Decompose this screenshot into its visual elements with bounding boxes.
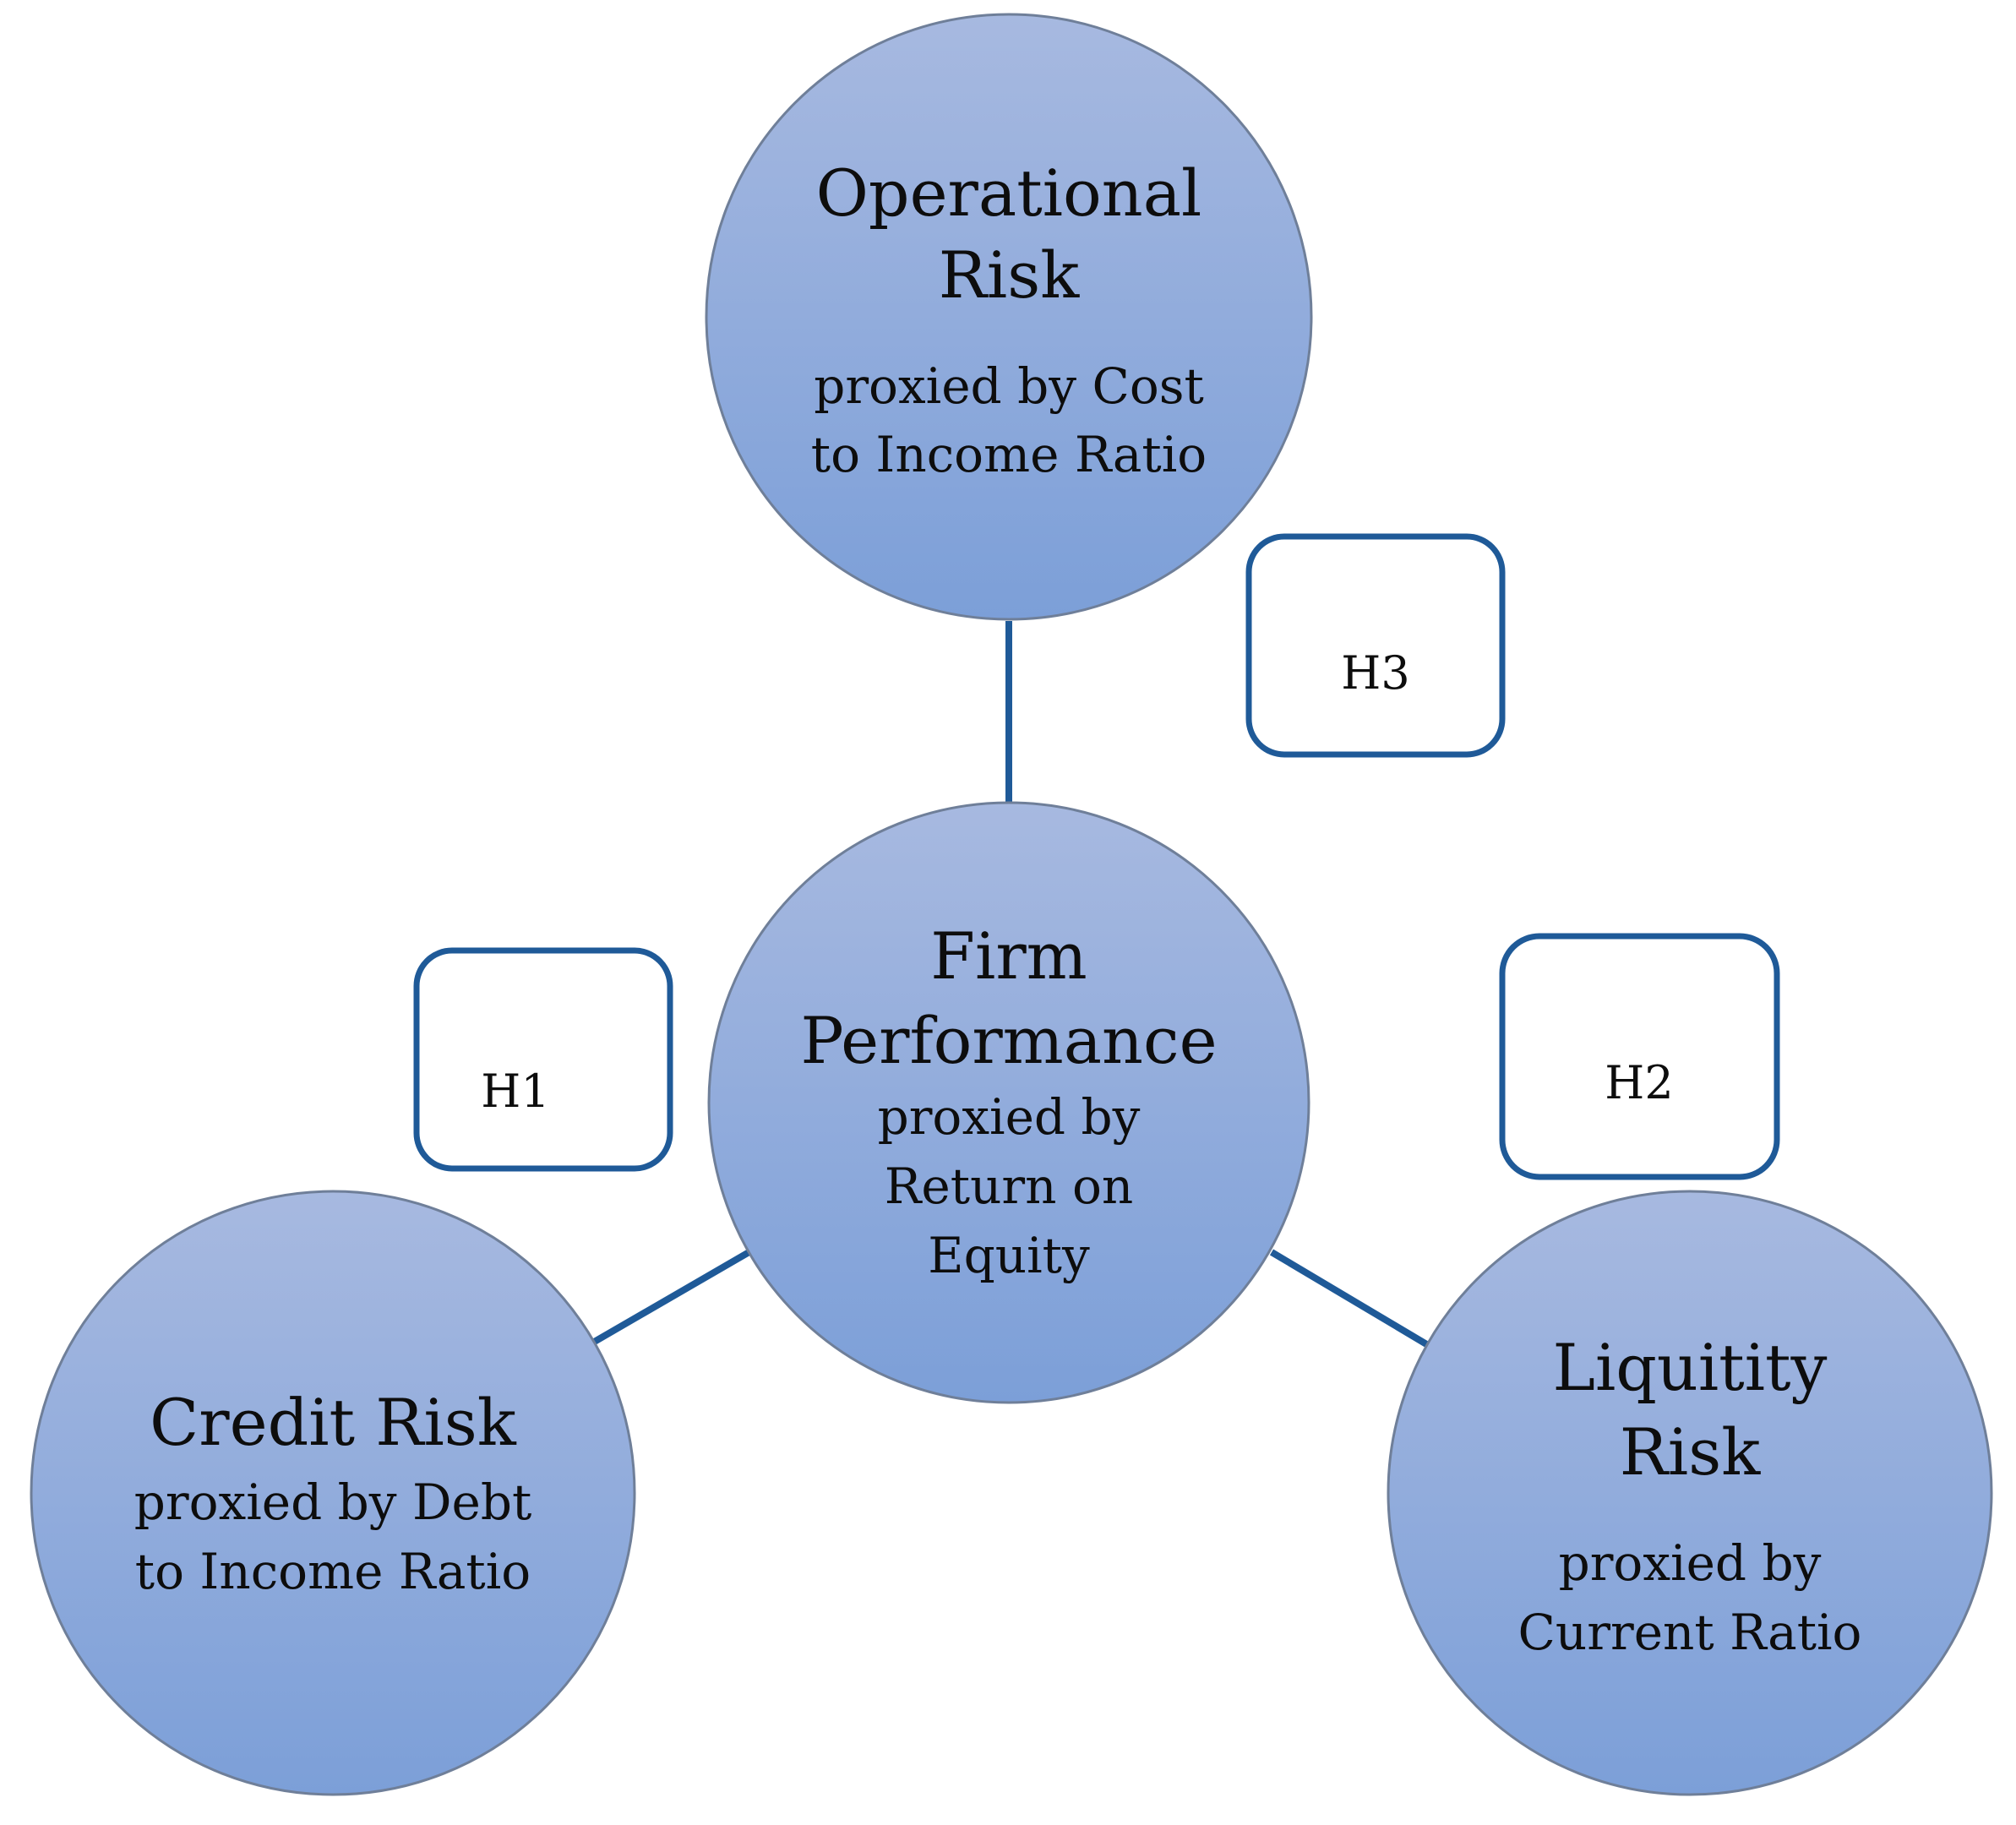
credit-title-line-1: Credit Risk (150, 1385, 517, 1460)
firm-title-line-2: Performance (800, 1003, 1217, 1078)
liquidity-title-line-1: Liquitity (1552, 1330, 1827, 1405)
firm-subtitle-line-2: Return on (885, 1158, 1133, 1215)
operational-title-line-2: Risk (939, 237, 1081, 313)
liquidity-subtitle-line-2: Current Ratio (1518, 1604, 1862, 1661)
firm-subtitle-line-3: Equity (928, 1227, 1090, 1284)
credit-subtitle-line-2: to Income Ratio (135, 1543, 531, 1600)
firm-title-line-1: Firm (930, 918, 1087, 994)
credit-subtitle-line-1: proxied by Debt (134, 1474, 532, 1531)
hypothesis-label-h2: H2 (1605, 1056, 1673, 1109)
operational-subtitle-line-1: proxied by Cost (814, 357, 1204, 415)
hypothesis-box-h2: H2 (1499, 933, 1780, 1180)
connector-firm-liquidity (1269, 1249, 1430, 1348)
node-liquidity-risk: Liquitity Risk proxied by Current Ratio (1387, 1190, 1993, 1796)
hypothesis-box-h1: H1 (413, 947, 673, 1172)
liquidity-subtitle-line-1: proxied by (1559, 1534, 1822, 1592)
operational-subtitle-line-2: to Income Ratio (811, 426, 1207, 483)
node-operational-risk: Operational Risk proxied by Cost to Inco… (705, 13, 1313, 621)
firm-subtitle-line-1: proxied by (878, 1088, 1141, 1146)
node-firm-performance: Firm Performance proxied by Return on Eq… (707, 801, 1310, 1404)
liquidity-title-line-2: Risk (1620, 1414, 1762, 1490)
hypothesis-box-h3: H3 (1245, 533, 1506, 758)
hypothesis-label-h1: H1 (481, 1065, 549, 1118)
hypothesis-label-h3: H3 (1341, 646, 1409, 700)
operational-title-line-1: Operational (816, 155, 1202, 231)
connector-credit-firm (589, 1247, 755, 1347)
node-credit-risk: Credit Risk proxied by Debt to Income Ra… (30, 1190, 636, 1796)
